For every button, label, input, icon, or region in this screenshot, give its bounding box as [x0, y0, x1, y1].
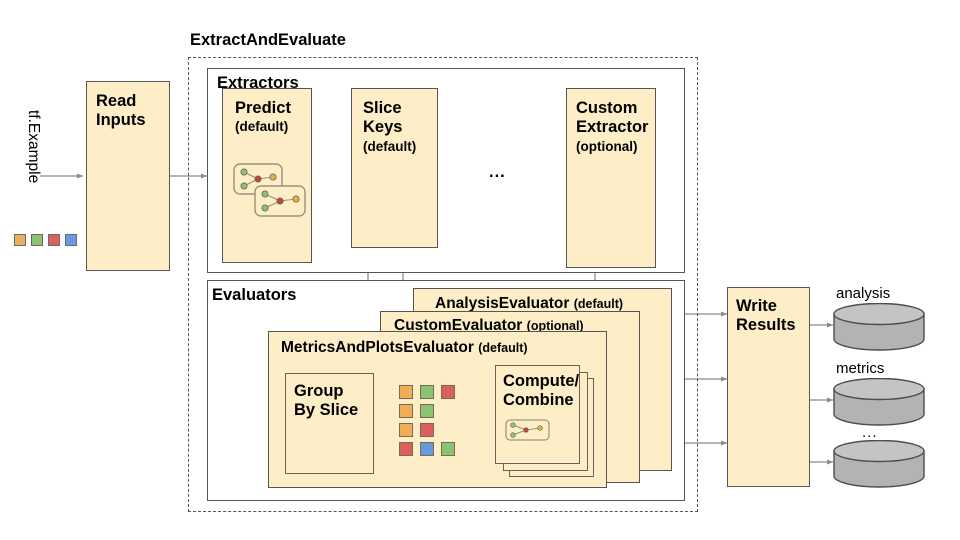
predict-title: Predict	[235, 99, 291, 118]
custom-extractor-qualifier: (optional)	[576, 139, 637, 154]
chip-green	[31, 234, 43, 246]
custom-evaluator-title: CustomEvaluator (optional)	[394, 317, 584, 335]
node-write-results[interactable]: Write Results	[727, 287, 810, 487]
predict-qualifier-text: (default)	[235, 119, 289, 134]
evaluator-metrics-and-plots[interactable]: MetricsAndPlotsEvaluator (default) Group…	[268, 331, 607, 488]
slice-square	[420, 385, 434, 399]
extractor-slice-keys[interactable]: Slice Keys (default)	[351, 88, 438, 248]
node-group-by-slice[interactable]: Group By Slice	[285, 373, 374, 474]
read-inputs-text: Read Inputs	[96, 92, 146, 129]
group-title-evaluators: Evaluators	[212, 286, 296, 305]
read-inputs-label: Read Inputs	[96, 92, 166, 130]
custom-extractor-qualifier-text: (optional)	[576, 139, 638, 154]
datastore-other-icon	[833, 440, 925, 488]
output-analysis-text: analysis	[836, 285, 891, 302]
chip-red	[48, 234, 60, 246]
slice-square	[399, 404, 413, 418]
predict-qualifier: (default)	[235, 119, 288, 134]
extractors-text: Extractors	[217, 74, 299, 92]
chip-orange	[14, 234, 26, 246]
group-by-slice-line2: By Slice	[294, 401, 359, 419]
slice-square	[441, 385, 455, 399]
write-results-label: Write Results	[736, 297, 808, 335]
output-label-metrics: metrics	[836, 360, 884, 377]
slice-keys-title: Slice Keys	[363, 99, 402, 137]
custom-extractor-line1: Custom	[576, 99, 638, 117]
slice-square	[399, 442, 413, 456]
node-compute-combine[interactable]: Compute/ Combine	[495, 365, 580, 464]
group-by-slice-label: Group By Slice	[294, 382, 358, 420]
custom-evaluator-name: CustomEvaluator	[394, 317, 523, 334]
node-read-inputs[interactable]: Read Inputs	[86, 81, 170, 271]
datastore-metrics-icon	[833, 378, 925, 426]
predict-name: Predict	[235, 99, 291, 117]
extractor-custom[interactable]: Custom Extractor (optional)	[566, 88, 656, 268]
compute-graph-icon	[505, 419, 550, 441]
output-metrics-text: metrics	[836, 360, 885, 377]
output-label-analysis: analysis	[836, 285, 890, 302]
group-title-extract-and-evaluate: ExtractAndEvaluate	[190, 31, 346, 50]
slice-keys-line2: Keys	[363, 118, 403, 136]
chip-blue	[65, 234, 77, 246]
extractors-ellipsis: ...	[489, 163, 506, 182]
analysis-evaluator-qualifier: (default)	[573, 297, 624, 311]
evaluators-text: Evaluators	[212, 286, 297, 304]
extract-and-evaluate-text: ExtractAndEvaluate	[190, 31, 346, 49]
group-by-slice-line1: Group	[294, 382, 344, 400]
slice-square	[399, 385, 413, 399]
input-color-chips	[14, 234, 77, 246]
extractors-ellipsis-text: ...	[489, 163, 506, 181]
tf-example-text: tf.Example	[25, 110, 42, 184]
slice-keys-qualifier: (default)	[363, 139, 416, 154]
compute-combine-label: Compute/ Combine	[503, 372, 579, 410]
extractor-predict[interactable]: Predict (default)	[222, 88, 312, 263]
compute-combine-line1: Compute/	[503, 372, 580, 390]
custom-extractor-line2: Extractor	[576, 118, 649, 136]
model-graph-icon	[233, 163, 306, 217]
analysis-evaluator-title: AnalysisEvaluator (default)	[435, 295, 623, 313]
custom-evaluator-qualifier: (optional)	[526, 319, 584, 333]
slice-square	[420, 442, 434, 456]
metrics-evaluator-qualifier: (default)	[478, 341, 528, 355]
group-title-extractors: Extractors	[217, 74, 299, 93]
metrics-evaluator-name: MetricsAndPlotsEvaluator	[281, 339, 474, 356]
metrics-evaluator-title: MetricsAndPlotsEvaluator (default)	[281, 339, 528, 357]
slice-square	[399, 423, 413, 437]
slice-keys-qualifier-text: (default)	[363, 139, 417, 154]
slice-square	[420, 404, 434, 418]
analysis-evaluator-name: AnalysisEvaluator	[435, 295, 570, 312]
group-extract-and-evaluate	[188, 57, 698, 512]
slice-squares-grid	[399, 385, 469, 463]
custom-extractor-title: Custom Extractor	[576, 99, 648, 137]
slice-square	[420, 423, 434, 437]
datastore-analysis-icon	[833, 303, 925, 351]
slice-square	[441, 442, 455, 456]
output-label-ellipsis: ...	[862, 424, 878, 441]
compute-combine-line2: Combine	[503, 391, 574, 409]
output-ellipsis-text: ...	[862, 424, 878, 441]
write-results-text: Write Results	[736, 297, 796, 334]
slice-keys-line1: Slice	[363, 99, 402, 117]
